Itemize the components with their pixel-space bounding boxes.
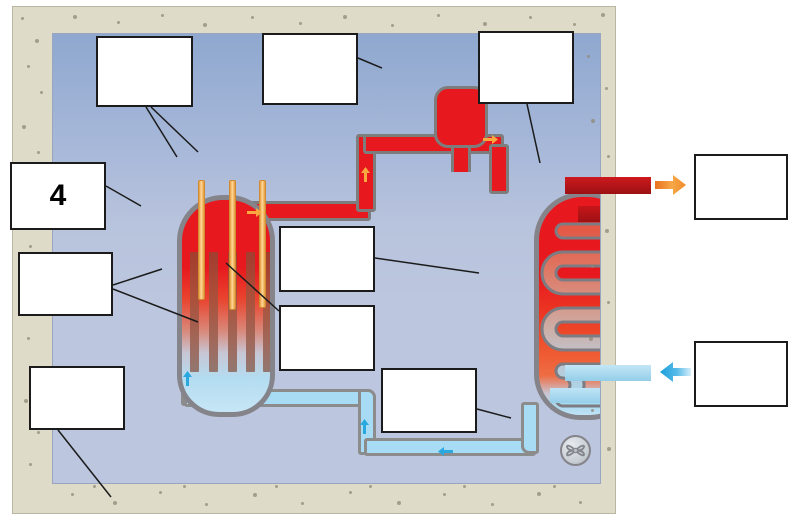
control-rods-label[interactable] (96, 36, 193, 107)
hot-coolant-loop-label[interactable] (279, 226, 375, 292)
fuel-rod (246, 252, 255, 372)
water-inlet-label[interactable] (694, 341, 788, 407)
containment-label[interactable] (29, 366, 125, 430)
steam-outlet-pipe-through-wall (565, 177, 651, 194)
water-inlet-pipe-inner (550, 388, 600, 403)
control-rod (229, 180, 236, 310)
control-rod (198, 180, 205, 300)
steam-generator (534, 192, 600, 420)
fuel-rod (209, 252, 218, 372)
control-rod (259, 180, 266, 308)
fuel-assembly-label[interactable] (18, 252, 113, 316)
water-inlet-pipe-through-wall (565, 365, 651, 381)
pressurizer-label[interactable] (262, 33, 358, 105)
coolant-water-label[interactable] (279, 305, 375, 371)
reactor-coolant-pump (560, 435, 591, 466)
coolant-pump-label[interactable] (381, 368, 477, 433)
steam-outlet-arrow-icon (655, 175, 686, 195)
cold-leg-pump-riser (521, 402, 539, 454)
fuel-rod (263, 252, 270, 372)
water-inlet-arrow-icon (660, 362, 691, 382)
reactor-vessel-label[interactable]: 4 (10, 162, 106, 230)
steam-generator-label[interactable] (478, 31, 574, 104)
steam-outlet-pipe-inner (578, 206, 600, 222)
pressurizer-surge-neck (451, 142, 471, 172)
hot-leg-downcomer-pipe (489, 144, 509, 194)
steam-outlet-label[interactable] (694, 154, 788, 220)
fuel-rod (228, 252, 237, 372)
containment-interior (52, 33, 601, 484)
steam-generator-coil (540, 222, 600, 408)
cold-leg-horizontal-lower (364, 438, 536, 456)
